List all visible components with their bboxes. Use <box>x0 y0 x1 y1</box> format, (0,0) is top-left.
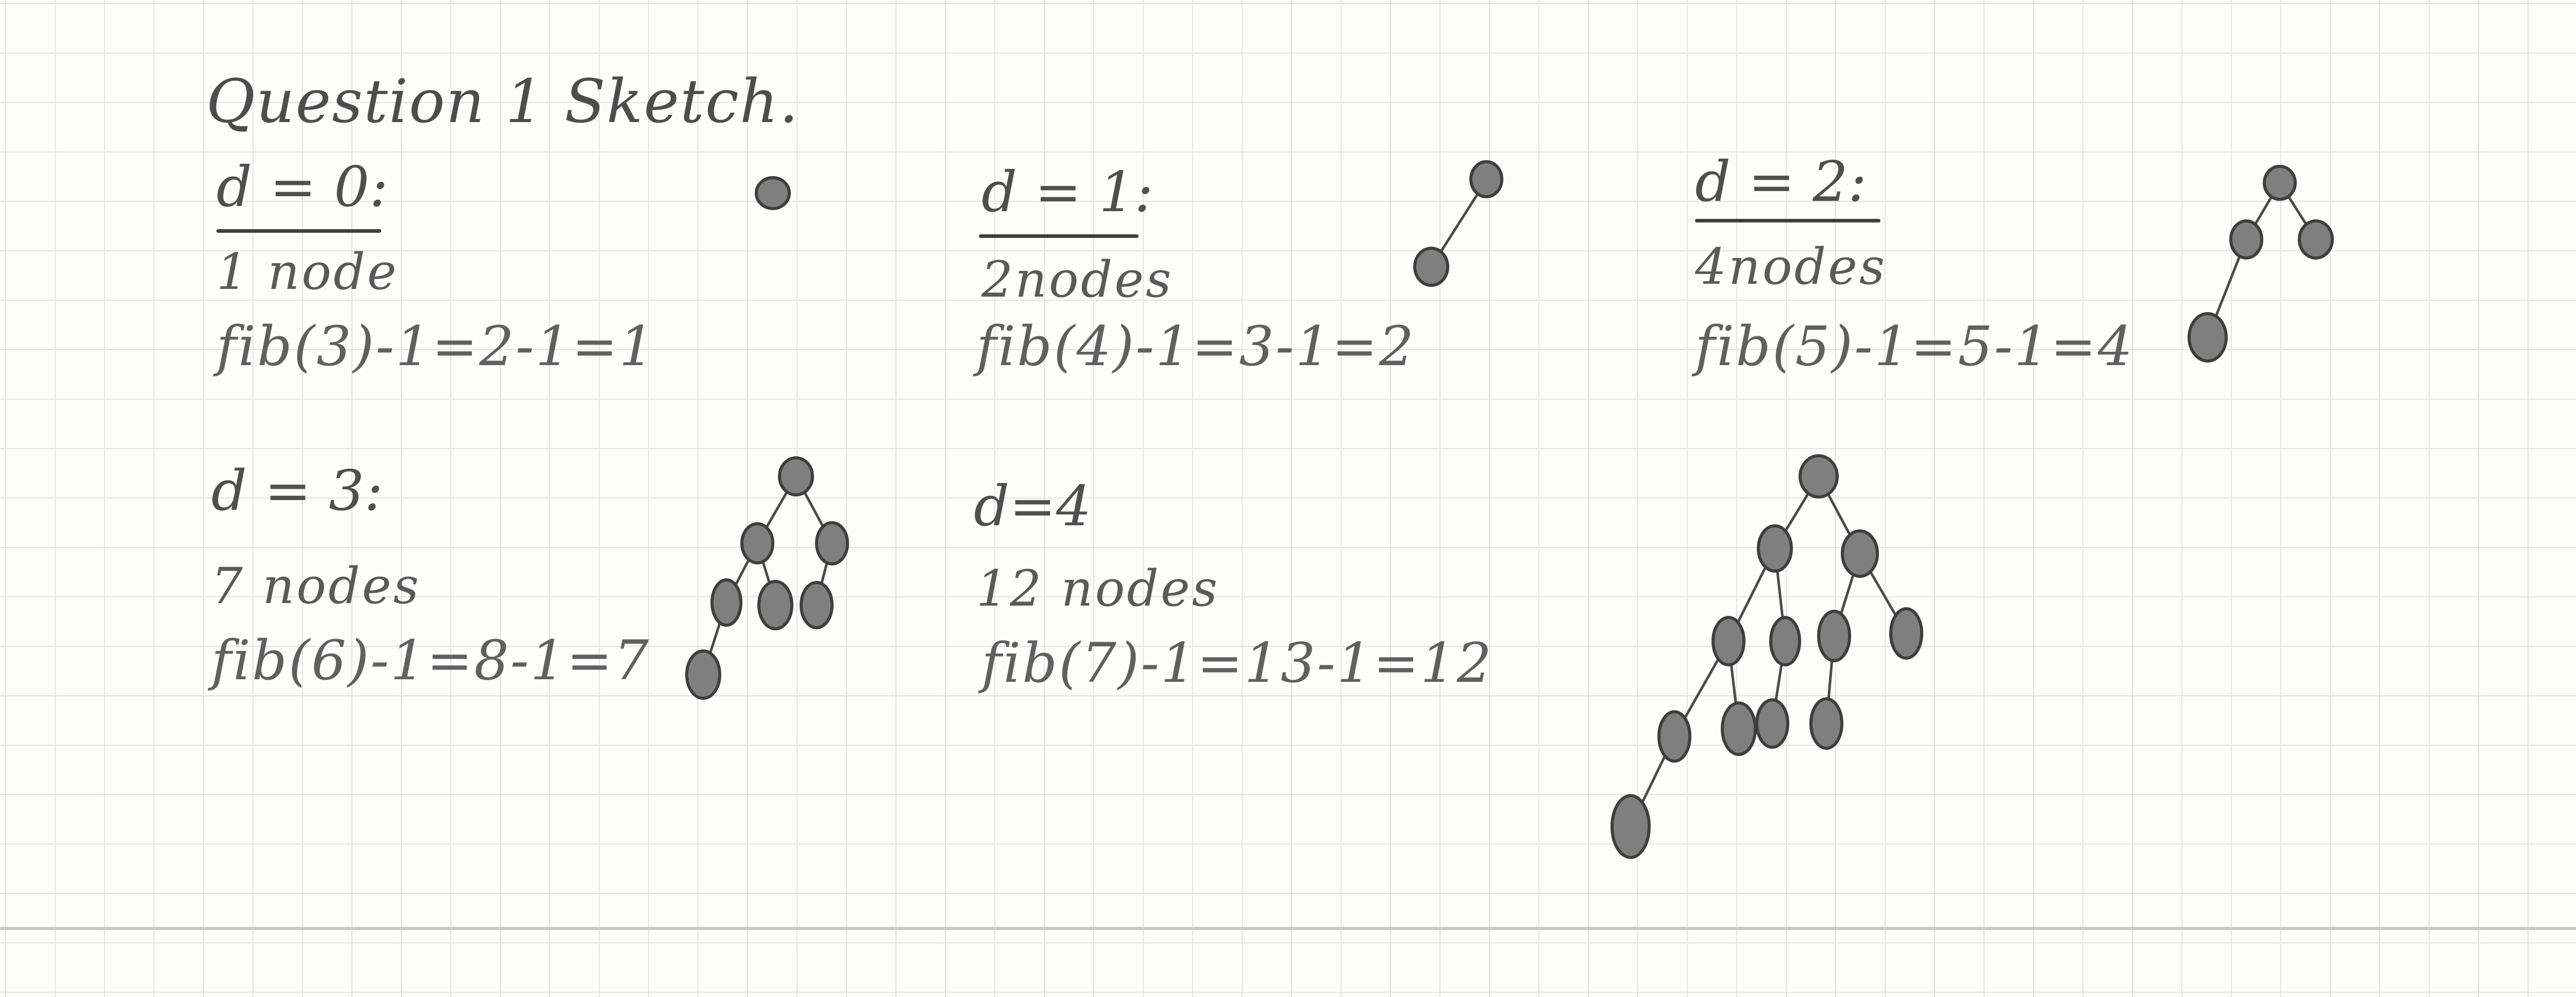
section-d4-count: 12 nodes <box>976 560 1219 617</box>
tree-node <box>1809 697 1843 750</box>
section-d2-formula: fib(5)-1=5-1=4 <box>1695 315 2134 378</box>
section-d3-formula: fib(6)-1=8-1=7 <box>211 629 651 692</box>
tree-node <box>815 521 849 565</box>
tree-d3 <box>685 456 849 700</box>
tree-node <box>740 522 774 564</box>
tree-node <box>778 456 814 496</box>
section-d4-label: d=4 <box>974 474 1092 539</box>
section-d1-count: 2nodes <box>981 251 1174 308</box>
tree-node <box>1755 698 1789 749</box>
tree-node <box>800 581 834 629</box>
tree-node <box>2298 219 2334 260</box>
section-d1-underline <box>979 234 1139 238</box>
tree-node <box>2188 312 2228 363</box>
tree-d1 <box>1413 160 1503 287</box>
tree-node <box>1657 710 1691 763</box>
tree-node <box>710 578 742 627</box>
tree-node <box>1757 524 1793 573</box>
tree-node <box>1611 794 1651 859</box>
tree-node <box>1799 454 1839 498</box>
section-d3-label: d = 3: <box>211 459 383 523</box>
tree-node <box>2263 165 2297 201</box>
tree-node <box>685 649 721 700</box>
tree-d4 <box>1611 454 1923 859</box>
tree-node <box>755 176 791 210</box>
tree-node <box>1711 616 1745 666</box>
tree-d2 <box>2188 165 2334 363</box>
section-d1-label: d = 1: <box>981 160 1154 225</box>
tree-node <box>757 580 793 630</box>
page-title: Question 1 Sketch. <box>206 67 800 136</box>
section-d0-underline <box>216 229 381 233</box>
tree-node <box>1469 160 1503 198</box>
section-d0-count: 1 node <box>216 243 399 301</box>
section-d1-formula: fib(4)-1=3-1=2 <box>976 315 1416 378</box>
tree-d0 <box>755 176 791 210</box>
tree-node <box>1413 247 1449 287</box>
tree-node <box>1769 616 1801 666</box>
section-d0-formula: fib(3)-1=2-1=1 <box>216 315 656 378</box>
section-d2-count: 4nodes <box>1695 238 1887 296</box>
tree-node <box>2229 219 2263 260</box>
tree-node <box>1841 529 1879 578</box>
section-d4-formula: fib(7)-1=13-1=12 <box>981 631 1494 695</box>
tree-node <box>1817 610 1851 662</box>
tree-node <box>1889 607 1923 660</box>
section-d2-label: d = 2: <box>1695 150 1867 214</box>
page-edge-divider <box>0 927 2576 930</box>
section-d2-underline <box>1695 219 1880 222</box>
section-d3-count: 7 nodes <box>211 557 421 615</box>
section-d0-label: d = 0: <box>216 155 388 219</box>
tree-node <box>1721 701 1757 756</box>
